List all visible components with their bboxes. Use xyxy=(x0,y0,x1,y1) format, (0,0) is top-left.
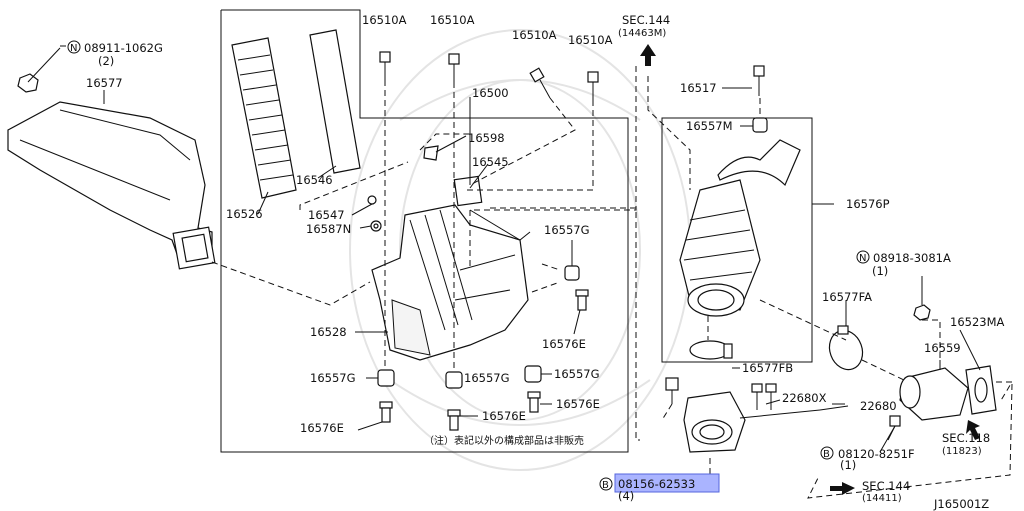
leader-lines-dashed xyxy=(211,66,1013,499)
clamp-16577FB[interactable] xyxy=(689,340,733,360)
nut-symbol-08911 xyxy=(67,40,81,54)
label-08156-qty: (4) xyxy=(618,489,634,503)
part-16577-duct[interactable] xyxy=(7,101,216,270)
label-sec144-top[interactable]: SEC.144 xyxy=(622,13,670,27)
label-16547[interactable]: 16547 xyxy=(308,208,345,222)
label-16576E-upper[interactable]: 16576E xyxy=(542,337,586,351)
label-16577[interactable]: 16577 xyxy=(86,76,123,90)
label-08120-qty: (1) xyxy=(840,458,856,472)
gasket-16523MA[interactable] xyxy=(965,365,997,415)
label-16559[interactable]: 16559 xyxy=(924,341,961,355)
label-sec144-bottom-sub: (14411) xyxy=(862,493,902,504)
label-16577FA[interactable]: 16577FA xyxy=(822,290,872,304)
bolt-08156[interactable] xyxy=(665,377,679,404)
label-08120[interactable]: 08120-8251F xyxy=(838,447,915,461)
label-08911[interactable]: 08911-1062G xyxy=(84,41,163,55)
label-16557G-mid[interactable]: 16557G xyxy=(464,371,510,385)
footnote: （注）表記以外の構成部品は非販売 xyxy=(424,434,584,447)
bolt-16510A-2[interactable] xyxy=(448,53,460,82)
nut-symbol-08918 xyxy=(856,250,870,264)
label-16500[interactable]: 16500 xyxy=(472,86,509,100)
label-08156[interactable]: 08156-62533 xyxy=(618,477,695,491)
grommet-16557G-upper[interactable] xyxy=(564,265,580,281)
pin-16576E-upper[interactable] xyxy=(575,289,589,311)
grommet-16557G-mid[interactable] xyxy=(445,371,463,389)
clip-16547[interactable] xyxy=(367,195,377,205)
label-08918-qty: (1) xyxy=(872,264,888,278)
label-16526[interactable]: 16526 xyxy=(226,207,263,221)
label-16523MA[interactable]: 16523MA xyxy=(950,315,1005,329)
label-16528[interactable]: 16528 xyxy=(310,325,347,339)
label-16557G-upper[interactable]: 16557G xyxy=(544,223,590,237)
part-air-cleaner-body[interactable] xyxy=(371,204,529,361)
bolt-16510A-3[interactable] xyxy=(529,67,551,99)
label-16557G-left[interactable]: 16557G xyxy=(310,371,356,385)
clamp-16577FA[interactable] xyxy=(824,325,868,375)
label-sec144-top-sub: (14463M) xyxy=(618,28,666,39)
part-16526-filter[interactable] xyxy=(231,37,297,199)
label-16517[interactable]: 16517 xyxy=(680,81,717,95)
label-16576E-mid[interactable]: 16576E xyxy=(482,409,526,423)
washer-16587N[interactable] xyxy=(370,220,382,232)
nut-08918[interactable] xyxy=(913,304,931,321)
part-22680-sensor[interactable] xyxy=(683,391,746,453)
bolt-symbol-08156-text: B xyxy=(602,480,609,491)
label-22680X[interactable]: 22680X xyxy=(782,391,827,405)
leader-lines-solid xyxy=(60,45,981,453)
arrow-sec144-bottom[interactable] xyxy=(830,482,855,495)
pin-16576E-left[interactable] xyxy=(379,401,393,423)
labels: N 08911-1062G (2) 16577 16510A 16510A 16… xyxy=(67,13,1005,511)
bolt-symbol-08120-text: B xyxy=(823,449,830,460)
screw-22680X[interactable] xyxy=(751,383,777,410)
nut-symbol-08918-text: N xyxy=(859,253,866,264)
clip-16598[interactable] xyxy=(423,145,439,161)
arrow-sec118[interactable] xyxy=(966,420,980,440)
label-16576P[interactable]: 16576P xyxy=(846,197,890,211)
bolt-symbol-08120 xyxy=(820,446,834,460)
label-08911-qty: (2) xyxy=(98,54,114,68)
grommet-16557M[interactable] xyxy=(752,117,768,133)
label-16557G-right[interactable]: 16557G xyxy=(554,367,600,381)
label-16510A-1[interactable]: 16510A xyxy=(362,13,407,27)
pin-16576E-right[interactable] xyxy=(527,391,541,413)
bolt-16510A-1[interactable] xyxy=(379,51,391,80)
bolt-16510A-4[interactable] xyxy=(587,71,599,100)
label-16545[interactable]: 16545 xyxy=(472,155,509,169)
label-16576E-left[interactable]: 16576E xyxy=(300,421,344,435)
grommet-16557G-right[interactable] xyxy=(524,365,542,383)
label-16546[interactable]: 16546 xyxy=(296,173,333,187)
label-16510A-4[interactable]: 16510A xyxy=(568,33,613,47)
part-16576P-hose[interactable] xyxy=(679,139,801,317)
label-sec144-bottom[interactable]: SEC.144 xyxy=(862,479,910,493)
label-08918[interactable]: 08918-3081A xyxy=(873,251,951,265)
part-16559-tube[interactable] xyxy=(899,367,969,421)
highlight-08156 xyxy=(614,473,720,493)
label-16598[interactable]: 16598 xyxy=(468,131,505,145)
label-16587N[interactable]: 16587N xyxy=(306,222,351,236)
label-22680[interactable]: 22680 xyxy=(860,399,897,413)
label-16577FB[interactable]: 16577FB xyxy=(742,361,793,375)
nut-08911[interactable] xyxy=(17,47,61,93)
arrow-sec144-top[interactable] xyxy=(640,44,656,66)
label-sec118[interactable]: SEC.118 xyxy=(942,431,990,445)
bracket-16545[interactable] xyxy=(453,175,531,241)
label-sec118-sub: (11823) xyxy=(942,446,982,457)
label-16510A-2[interactable]: 16510A xyxy=(430,13,475,27)
pin-16576E-mid[interactable] xyxy=(447,409,461,431)
bolt-symbol-08156 xyxy=(599,477,613,491)
bolt-16517[interactable] xyxy=(753,65,765,96)
assembly-16500-frame xyxy=(220,9,629,453)
grommet-16557G-left[interactable] xyxy=(377,369,395,387)
label-16576E-right[interactable]: 16576E xyxy=(556,397,600,411)
part-16546-filter[interactable] xyxy=(309,29,361,174)
figure-id: J165001Z xyxy=(933,497,989,511)
label-16510A-3[interactable]: 16510A xyxy=(512,28,557,42)
label-16557M[interactable]: 16557M xyxy=(686,119,733,133)
nut-symbol-08911-text: N xyxy=(70,43,77,54)
